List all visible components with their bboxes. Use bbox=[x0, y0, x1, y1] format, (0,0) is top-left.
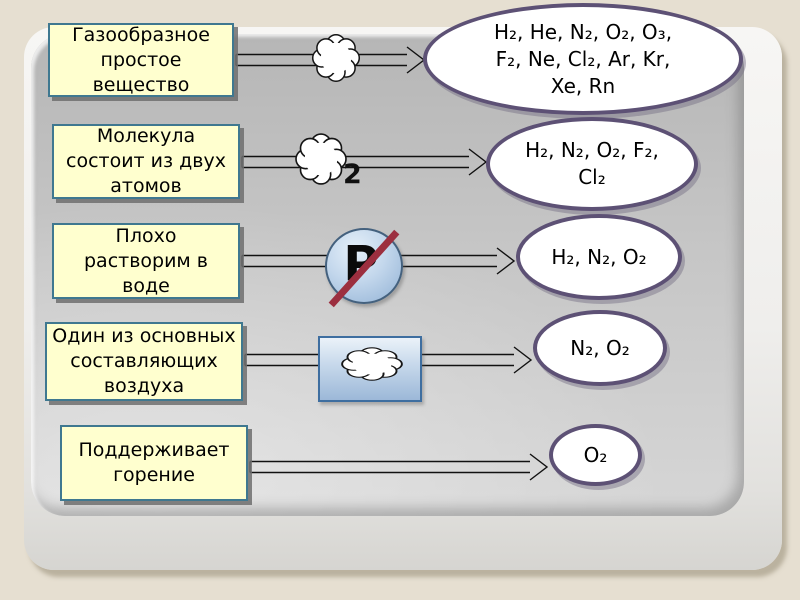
cloud-rect-icon bbox=[318, 336, 422, 402]
statement-box-diatomic: Молекула состоит из двух атомов bbox=[52, 124, 240, 199]
result-ellipse-3: H₂, N₂, O₂ bbox=[516, 214, 682, 300]
statement-label: Один из основных составляющих воздуха bbox=[52, 325, 236, 397]
crossed-p-icon: P bbox=[325, 228, 403, 308]
cloud-icon-row1 bbox=[311, 33, 361, 83]
result-ellipse-2: H₂, N₂, O₂, F₂, Cl₂ bbox=[486, 117, 698, 211]
arrow-5 bbox=[249, 453, 549, 481]
formula-list: N₂, O₂ bbox=[570, 335, 630, 360]
formula-list: H₂, N₂, O₂ bbox=[551, 244, 647, 269]
statement-label: Поддерживает горение bbox=[78, 439, 230, 486]
statement-label: Плохо растворим в воде bbox=[83, 224, 209, 297]
statement-box-combustion: Поддерживает горение bbox=[60, 425, 248, 501]
cloud-icon-row4 bbox=[341, 346, 403, 382]
formula-list: H₂, He, N₂, O₂, O₃, F₂, Ne, Cl₂, Ar, Kr,… bbox=[493, 19, 673, 98]
formula-list: H₂, N₂, O₂, F₂, Cl₂ bbox=[525, 138, 659, 189]
statement-box-gaseous: Газообразное простое вещество bbox=[48, 23, 234, 97]
statement-box-air-component: Один из основных составляющих воздуха bbox=[45, 322, 243, 401]
result-ellipse-4: N₂, O₂ bbox=[533, 310, 667, 386]
statement-label: Молекула состоит из двух атомов bbox=[66, 125, 226, 197]
statement-box-solubility: Плохо растворим в воде bbox=[52, 223, 240, 299]
arrow-2 bbox=[241, 148, 488, 176]
formula-list: O₂ bbox=[583, 442, 608, 467]
result-ellipse-1: H₂, He, N₂, O₂, O₃, F₂, Ne, Cl₂, Ar, Kr,… bbox=[423, 3, 743, 115]
result-ellipse-5: O₂ bbox=[549, 424, 642, 486]
statement-label: Газообразное простое вещество bbox=[72, 23, 210, 96]
cloud-icon-row2 bbox=[295, 133, 347, 185]
cloud-subscript-label: 2 bbox=[343, 159, 362, 190]
